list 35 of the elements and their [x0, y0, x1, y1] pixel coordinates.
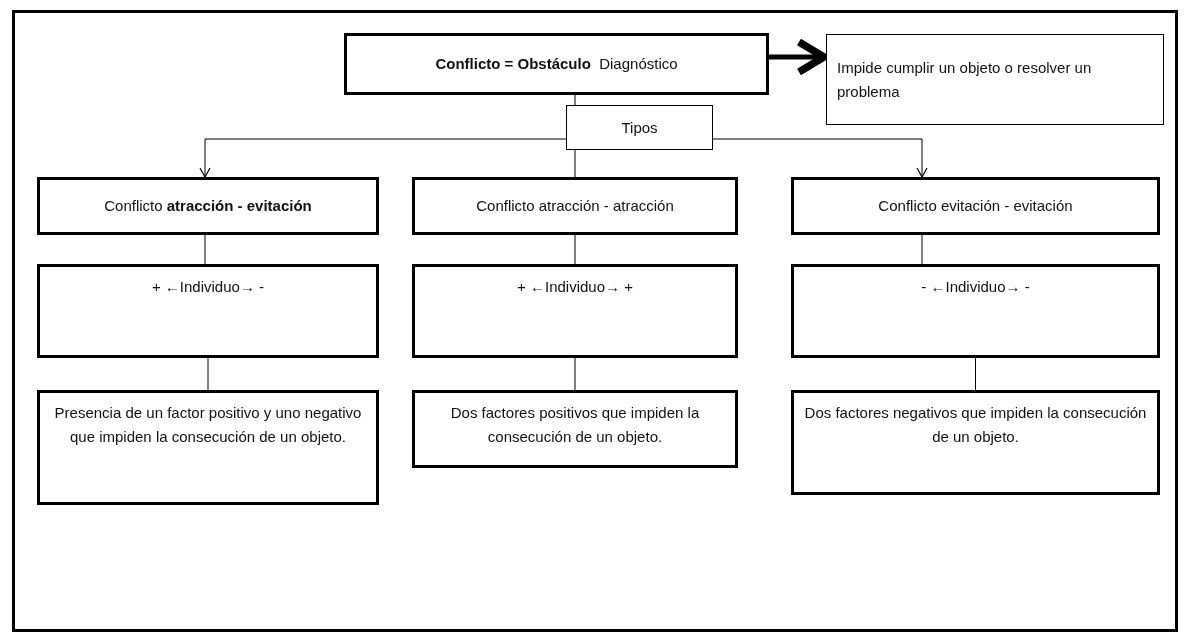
node-text: Conflicto = Obstáculo Diagnóstico [435, 54, 678, 74]
node-text: + ←Individuo→ - [151, 277, 265, 297]
node-text: Dos factores positivos que impiden la consecución de un objeto. [449, 403, 701, 447]
node-text: Presencia de un factor positivo y uno negativo que impiden la consecución de un objeto. [53, 403, 363, 447]
description-box [37, 390, 379, 505]
node-text: Dos factores negativos que impiden la consecución de un objeto. [804, 403, 1147, 447]
connector-line [204, 234, 206, 265]
process-box [412, 177, 738, 235]
connector-line [207, 357, 209, 391]
node-text: + ←Individuo→ + [517, 277, 633, 297]
connector-line [574, 94, 576, 106]
arrow [769, 38, 828, 76]
node-text: Impide cumplir un objeto o resolver un problema [837, 57, 1093, 102]
connector-line [574, 149, 576, 178]
description-box [37, 264, 379, 358]
connector-line [574, 234, 576, 265]
description-box [791, 264, 1160, 358]
definition-box [826, 34, 1164, 125]
description-box [412, 390, 738, 468]
connector-line [574, 357, 576, 391]
node-text: Conflicto atracción - evitación [104, 196, 312, 216]
description-box [791, 390, 1160, 495]
process-box [791, 177, 1160, 235]
arrow [712, 138, 928, 178]
concept-box [344, 33, 769, 95]
node-text: Conflicto evitación - evitación [878, 196, 1073, 216]
node-text: - ←Individuo→ - [921, 277, 1030, 297]
process-box [37, 177, 379, 235]
types-label-box [566, 105, 713, 150]
node-text: Tipos [621, 117, 658, 138]
connector-line [921, 234, 923, 265]
description-box [412, 264, 738, 358]
arrow [199, 138, 567, 178]
connector-line [975, 357, 976, 391]
node-text: Conflicto atracción - atracción [476, 196, 674, 216]
